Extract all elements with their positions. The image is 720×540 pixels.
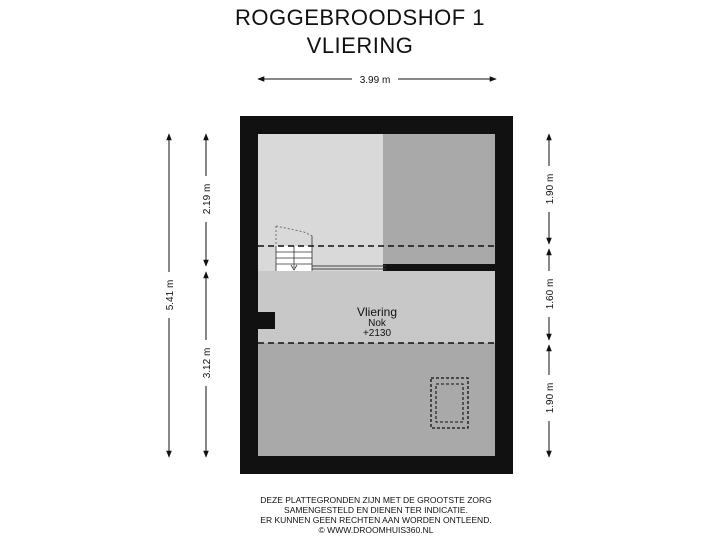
disclaimer-line-2: SAMENGESTELD EN DIENEN TER INDICATIE. <box>284 505 468 515</box>
dimension-label-top: 3.99 m <box>360 75 391 86</box>
stair-opening <box>275 225 313 271</box>
dimension-left-lower: 3.12 m <box>199 271 213 458</box>
dimension-label-left-upper: 2.19 m <box>202 184 213 215</box>
disclaimer-line-3: ER KUNNEN GEEN RECHTEN AAN WORDEN ONTLEE… <box>260 515 492 525</box>
dimension-right-upper: 1.90 m <box>542 133 556 245</box>
dimension-label-left-total: 5.41 m <box>165 280 176 311</box>
floor-name: VLIERING <box>306 33 414 58</box>
copyright: © WWW.DROOMHUIS360.NL <box>318 525 434 535</box>
dimension-top-width: 3.99 m <box>257 73 497 86</box>
floor-ridge-band <box>258 271 495 343</box>
dimension-label-right-upper: 1.90 m <box>545 174 556 205</box>
floor-upper-right <box>383 134 495 264</box>
floor-lower <box>258 343 495 456</box>
room-height: +2130 <box>363 328 392 339</box>
dimension-label-right-lower: 1.90 m <box>545 383 556 414</box>
dimension-label-right-middle: 1.60 m <box>545 279 556 310</box>
dimension-left-upper: 2.19 m <box>199 133 213 267</box>
dimension-label-left-lower: 3.12 m <box>202 348 213 379</box>
room-sub-label: Nok <box>368 318 387 329</box>
chimney-block <box>258 312 275 329</box>
dimension-right-middle: 1.60 m <box>542 248 556 341</box>
dimension-right-lower: 1.90 m <box>542 344 556 458</box>
interior-wall <box>386 264 495 271</box>
disclaimer-line-1: DEZE PLATTEGRONDEN ZIJN MET DE GROOTSTE … <box>260 495 492 505</box>
room-name: Vliering <box>357 305 397 319</box>
dimension-left-total: 5.41 m <box>162 133 176 458</box>
page-title: ROGGEBROODSHOF 1 <box>234 5 486 30</box>
skylight <box>430 377 469 429</box>
